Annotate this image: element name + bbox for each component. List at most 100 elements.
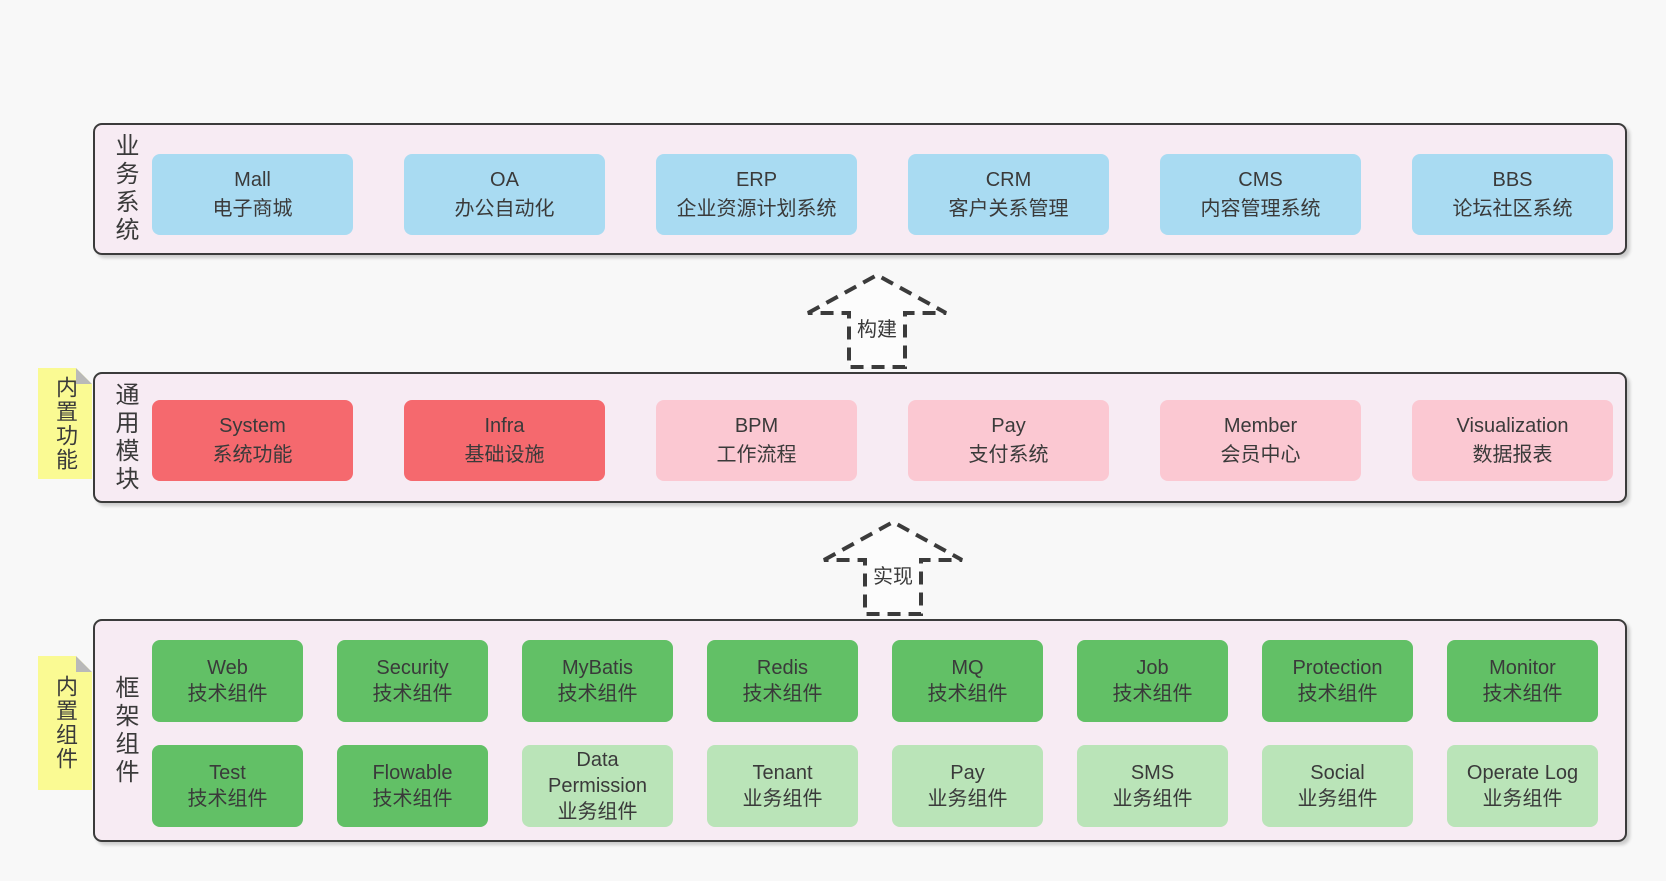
component-subtitle: 支付系统 xyxy=(968,443,1049,466)
component-subtitle: 会员中心 xyxy=(1220,443,1301,466)
arrow-label: 构建 xyxy=(854,313,900,342)
component-box: Pay 业务组件 xyxy=(892,745,1043,827)
component-subtitle: 系统功能 xyxy=(212,443,293,466)
component-subtitle: 技术组件 xyxy=(927,683,1008,705)
section-framework-components: 框架组件 Web 技术组件 Security 技术组件 MyBatis 技术组件… xyxy=(93,619,1627,842)
component-box: Job 技术组件 xyxy=(1077,640,1228,722)
component-box: Protection 技术组件 xyxy=(1262,640,1413,722)
component-subtitle: 技术组件 xyxy=(742,683,823,705)
component-box: Data Permission 业务组件 xyxy=(522,745,673,827)
component-title: ERP xyxy=(735,168,778,191)
build-arrow: 构建 xyxy=(805,272,949,370)
component-title: Job xyxy=(1136,657,1169,679)
component-subtitle: 技术组件 xyxy=(187,683,268,705)
component-box: MQ 技术组件 xyxy=(892,640,1043,722)
sticky-label: 内置功能 xyxy=(53,375,78,472)
component-title: Monitor xyxy=(1489,657,1556,679)
component-title: Data Permission xyxy=(548,749,647,797)
component-box: Member 会员中心 xyxy=(1160,400,1361,481)
component-subtitle: 数据报表 xyxy=(1472,443,1553,466)
component-title: CRM xyxy=(985,168,1032,191)
component-title: BBS xyxy=(1492,168,1533,191)
component-row: Mall 电子商城 OA 办公自动化 ERP 企业资源计划系统 CRM 客户关系… xyxy=(152,154,1613,235)
sticky-note-built-in-components: 内置组件 xyxy=(38,656,92,790)
component-title: Social xyxy=(1310,762,1365,784)
component-title: Tenant xyxy=(752,762,813,784)
component-box: Web 技术组件 xyxy=(152,640,303,722)
component-title: CMS xyxy=(1238,168,1283,191)
component-subtitle: 业务组件 xyxy=(1112,788,1193,810)
component-title: Mall xyxy=(234,168,271,191)
section-business-systems: 业务系统 Mall 电子商城 OA 办公自动化 ERP 企业资源计划系统 CRM… xyxy=(93,123,1627,255)
folded-corner xyxy=(76,656,92,672)
component-box: Infra 基础设施 xyxy=(404,400,605,481)
component-title: MQ xyxy=(951,657,984,679)
component-title: Pay xyxy=(950,762,985,784)
component-subtitle: 技术组件 xyxy=(372,683,453,705)
component-row: Test 技术组件 Flowable 技术组件 Data Permission … xyxy=(152,745,1598,827)
component-box: Redis 技术组件 xyxy=(707,640,858,722)
folded-corner xyxy=(76,368,92,384)
component-box: CMS 内容管理系统 xyxy=(1160,154,1361,235)
component-row: System 系统功能 Infra 基础设施 BPM 工作流程 Pay 支付系统… xyxy=(152,400,1613,481)
component-box: Security 技术组件 xyxy=(337,640,488,722)
component-box: Pay 支付系统 xyxy=(908,400,1109,481)
component-subtitle: 内容管理系统 xyxy=(1200,197,1321,220)
component-subtitle: 技术组件 xyxy=(557,683,638,705)
component-subtitle: 技术组件 xyxy=(1482,683,1563,705)
component-title: Operate Log xyxy=(1466,762,1579,784)
component-subtitle: 业务组件 xyxy=(1482,788,1563,810)
component-subtitle: 工作流程 xyxy=(716,443,797,466)
section-label: 框架组件 xyxy=(111,674,138,787)
section-label: 通用模块 xyxy=(111,381,138,494)
component-box: Flowable 技术组件 xyxy=(337,745,488,827)
component-title: SMS xyxy=(1130,762,1175,784)
component-box: Monitor 技术组件 xyxy=(1447,640,1598,722)
component-subtitle: 业务组件 xyxy=(742,788,823,810)
component-subtitle: 办公自动化 xyxy=(454,197,555,220)
component-box: Test 技术组件 xyxy=(152,745,303,827)
component-subtitle: 业务组件 xyxy=(1297,788,1378,810)
implement-arrow: 实现 xyxy=(821,519,965,617)
component-title: Member xyxy=(1223,414,1298,437)
component-title: Pay xyxy=(991,414,1026,437)
component-box: CRM 客户关系管理 xyxy=(908,154,1109,235)
component-subtitle: 技术组件 xyxy=(372,788,453,810)
component-box: Tenant 业务组件 xyxy=(707,745,858,827)
component-title: OA xyxy=(490,168,519,191)
component-box: System 系统功能 xyxy=(152,400,353,481)
component-subtitle: 客户关系管理 xyxy=(948,197,1069,220)
component-subtitle: 业务组件 xyxy=(927,788,1008,810)
component-box: SMS 业务组件 xyxy=(1077,745,1228,827)
component-box: ERP 企业资源计划系统 xyxy=(656,154,857,235)
component-subtitle: 论坛社区系统 xyxy=(1452,197,1573,220)
component-subtitle: 技术组件 xyxy=(187,788,268,810)
component-box: Operate Log 业务组件 xyxy=(1447,745,1598,827)
sticky-label: 内置组件 xyxy=(53,675,78,771)
component-title: Visualization xyxy=(1456,414,1569,437)
component-box: MyBatis 技术组件 xyxy=(522,640,673,722)
component-box: OA 办公自动化 xyxy=(404,154,605,235)
component-box: Social 业务组件 xyxy=(1262,745,1413,827)
component-title: Infra xyxy=(484,414,525,437)
component-subtitle: 技术组件 xyxy=(1112,683,1193,705)
component-title: BPM xyxy=(734,414,779,437)
component-subtitle: 基础设施 xyxy=(464,443,545,466)
arrow-label: 实现 xyxy=(870,560,916,589)
component-title: System xyxy=(219,414,286,437)
component-title: Security xyxy=(376,657,449,679)
component-subtitle: 电子商城 xyxy=(212,197,293,220)
component-title: Protection xyxy=(1292,657,1383,679)
component-box: BPM 工作流程 xyxy=(656,400,857,481)
component-subtitle: 企业资源计划系统 xyxy=(676,197,837,220)
section-common-modules: 通用模块 System 系统功能 Infra 基础设施 BPM 工作流程 Pay… xyxy=(93,372,1627,503)
section-label: 业务系统 xyxy=(111,133,138,245)
component-title: MyBatis xyxy=(561,657,634,679)
component-title: Redis xyxy=(756,657,809,679)
component-subtitle: 业务组件 xyxy=(557,801,638,823)
sticky-note-built-in-features: 内置功能 xyxy=(38,368,92,479)
component-title: Flowable xyxy=(372,762,453,784)
component-row: Web 技术组件 Security 技术组件 MyBatis 技术组件 Redi… xyxy=(152,640,1598,722)
component-box: Visualization 数据报表 xyxy=(1412,400,1613,481)
